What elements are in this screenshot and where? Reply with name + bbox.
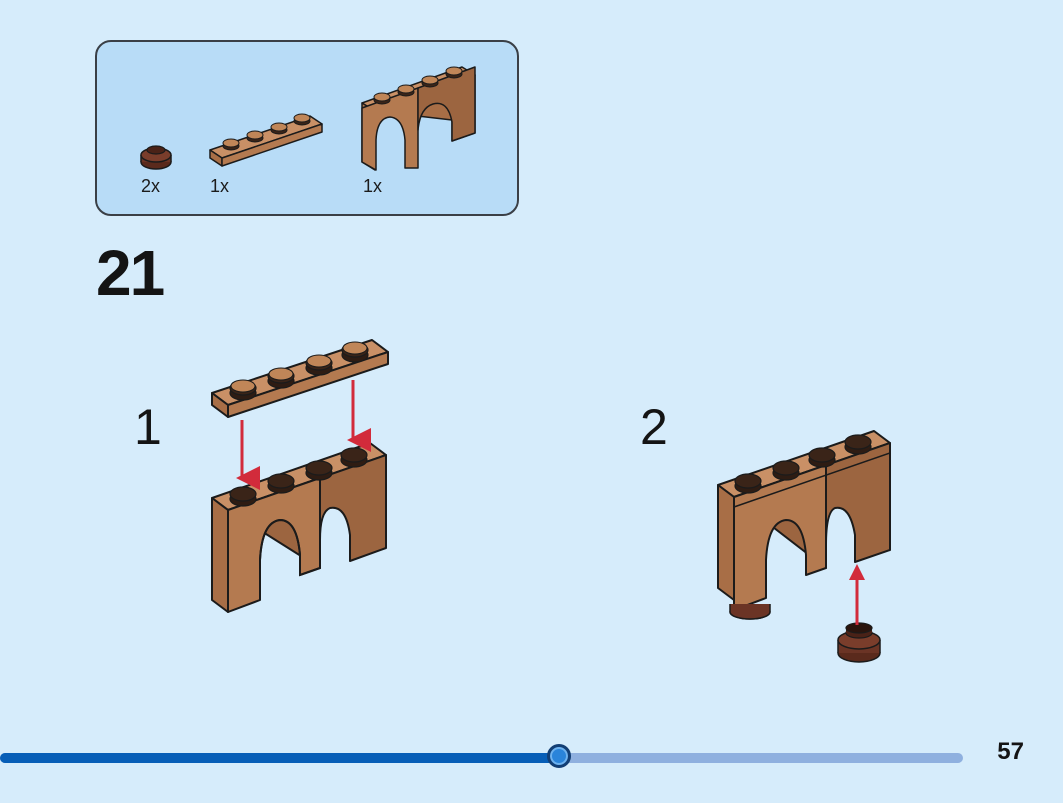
plate-1x4-part-icon — [209, 113, 323, 167]
page-number: 57 — [997, 738, 1024, 765]
progress-bar-knob — [547, 744, 571, 768]
progress-bar-track — [0, 753, 963, 763]
substep-2-arch — [717, 430, 891, 611]
substep-1-plate — [211, 339, 389, 418]
part-qty-plate-1x4: 1x — [210, 176, 230, 196]
substep-2-round-plate — [837, 622, 881, 663]
step-number: 21 — [96, 237, 165, 309]
arch-part-icon — [361, 66, 476, 171]
substep-2-attached-round-plate — [729, 604, 771, 620]
substep-1-arrows — [236, 380, 371, 490]
part-qty-round-plate: 2x — [141, 176, 161, 196]
progress-bar-fill — [0, 753, 559, 763]
part-qty-arch: 1x — [363, 176, 383, 196]
substep-label-2: 2 — [640, 399, 668, 455]
substep-1-arch — [211, 442, 387, 613]
substep-label-1: 1 — [134, 399, 162, 455]
round-plate-part-icon — [140, 145, 172, 170]
substep-2-arrow — [849, 564, 865, 625]
